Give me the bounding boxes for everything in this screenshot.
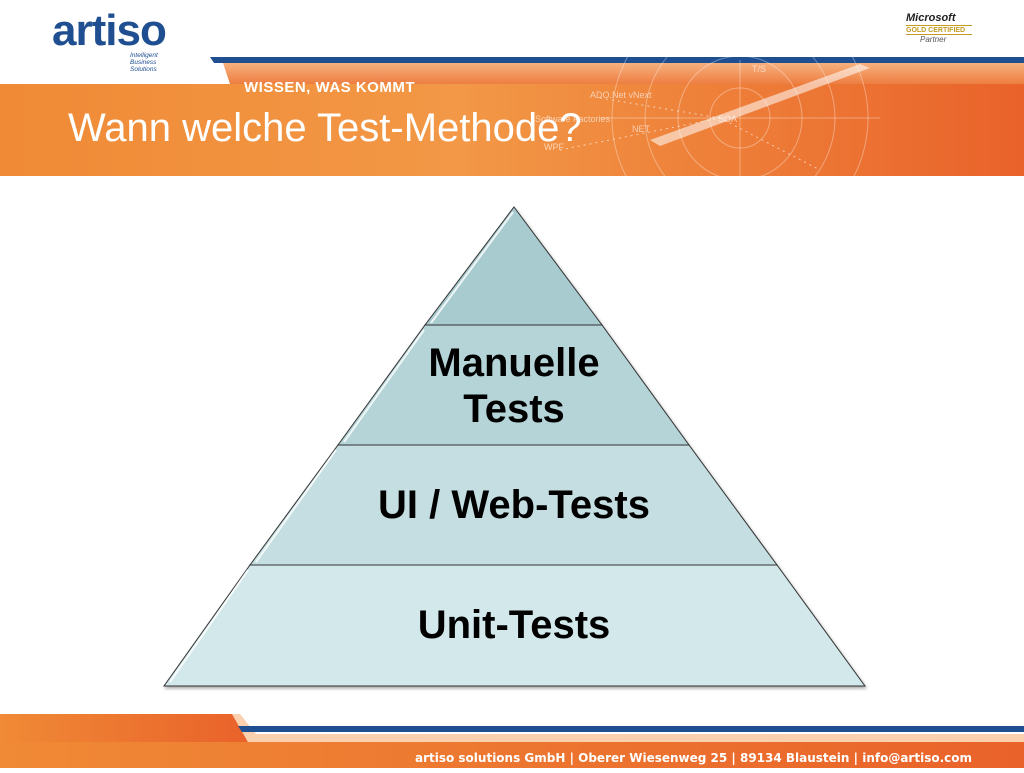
header-graphic: T/S ADO.Net vNext Software Factories SOA… [0,0,1024,247]
tier-label-manual-line1: Manuelle [428,341,600,385]
header-banner: T/S ADO.Net vNext Software Factories SOA… [0,0,1024,247]
logo-wordmark: artiso [52,6,167,55]
footer-graphic [0,714,1024,768]
tag-adonet: ADO.Net vNext [590,90,652,100]
footer-banner [0,712,1024,768]
pyramid-tier-top [423,206,603,326]
tag-net: NET [632,124,651,134]
artiso-logo: artiso Intelligent Business Solutions [52,6,212,76]
tag-factories: Software Factories [535,114,611,124]
partner-role: Partner [920,35,947,44]
partner-level: GOLD CERTIFIED [906,27,966,34]
tier-label-unit: Unit-Tests [417,603,611,647]
microsoft-partner-logo: Microsoft GOLD CERTIFIED Partner [906,12,982,52]
slide-title: Wann welche Test-Methode? [68,106,582,150]
tag-wpf: WPF [544,142,564,152]
tier-label-manual-line2: Tests [463,387,565,431]
tier-label-ui-web: UI / Web-Tests [378,483,650,527]
partner-brand: Microsoft [906,12,956,24]
footer-contact: artiso solutions GmbH | Oberer Wiesenweg… [414,751,972,765]
slogan: WISSEN, WAS KOMMT [244,79,415,96]
tag-ts: T/S [752,64,766,74]
tag-soa: SOA [718,114,737,124]
logo-tagline: Intelligent Business Solutions [130,52,158,73]
